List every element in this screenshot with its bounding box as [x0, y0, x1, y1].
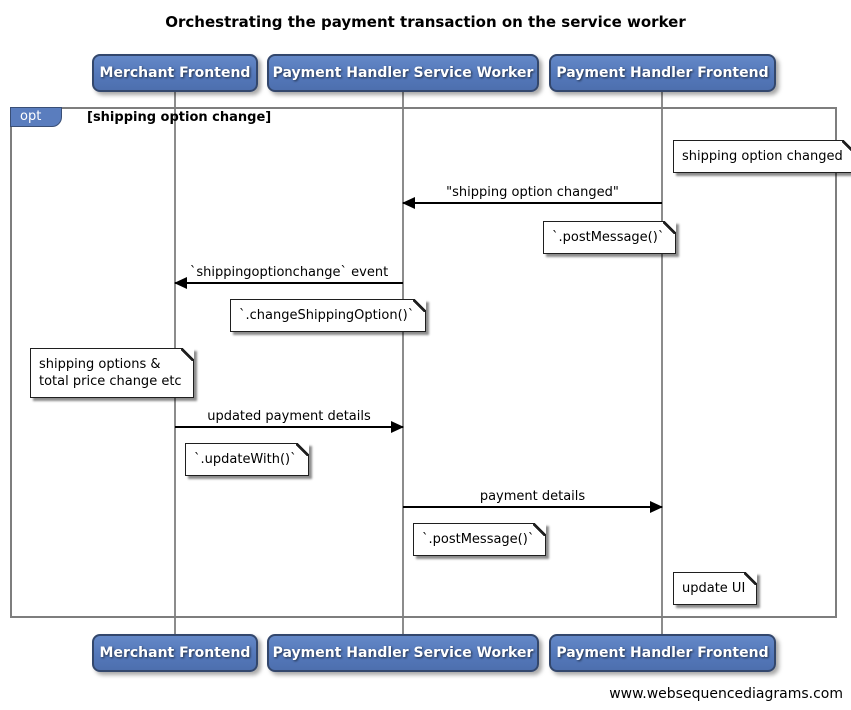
arrowhead-left-icon: [174, 277, 187, 289]
message-label: updated payment details: [207, 409, 371, 424]
note-text: shipping option changed: [682, 149, 843, 164]
message-line: [403, 202, 662, 204]
opt-fragment-frame: opt [shipping option change]: [10, 107, 837, 618]
message-shippingoptionchange-event: `shippingoptionchange` event: [174, 262, 403, 289]
arrowhead-right-icon: [391, 421, 404, 433]
note-postmessage-1: `.postMessage()`: [543, 221, 677, 254]
note-text-line-2: total price change etc: [39, 374, 182, 389]
arrowhead-right-icon: [650, 501, 663, 513]
actor-box-payment-handler-frontend-top: Payment Handler Frontend: [549, 54, 776, 92]
actor-box-merchant-frontend-top: Merchant Frontend: [92, 54, 258, 92]
message-line: [403, 506, 662, 508]
message-label: "shipping option changed": [446, 185, 619, 200]
note-update-ui: update UI: [673, 572, 758, 605]
arrowhead-left-icon: [402, 197, 415, 209]
lifeline-payment-handler-service-worker: [402, 92, 404, 635]
message-line: [175, 426, 403, 428]
note-text: `.postMessage()`: [422, 532, 535, 547]
opt-guard-condition: [shipping option change]: [87, 110, 272, 125]
message-updated-payment-details: updated payment details: [175, 406, 404, 433]
note-text: update UI: [682, 581, 746, 596]
note-shipping-option-changed: shipping option changed: [673, 140, 851, 173]
actor-box-payment-handler-service-worker-bottom: Payment Handler Service Worker: [267, 634, 539, 672]
message-label: payment details: [479, 489, 586, 504]
message-payment-details: payment details: [403, 486, 663, 513]
message-line: [175, 282, 403, 284]
actor-box-payment-handler-frontend-bottom: Payment Handler Frontend: [549, 634, 776, 672]
lifeline-payment-handler-frontend: [661, 92, 663, 635]
note-shipping-options-total-price: shipping options & total price change et…: [30, 348, 194, 398]
note-text: `.postMessage()`: [552, 230, 665, 245]
watermark-websequencediagrams: www.websequencediagrams.com: [609, 686, 843, 702]
diagram-title: Orchestrating the payment transaction on…: [165, 13, 686, 31]
message-shipping-option-changed: "shipping option changed": [402, 182, 662, 209]
note-text: `.changeShippingOption()`: [239, 308, 415, 323]
opt-operator-tab: opt: [10, 107, 62, 127]
actor-box-merchant-frontend-bottom: Merchant Frontend: [92, 634, 258, 672]
note-postmessage-2: `.postMessage()`: [413, 523, 547, 556]
note-change-shipping-option: `.changeShippingOption()`: [230, 299, 427, 332]
note-text-line-1: shipping options &: [39, 357, 161, 372]
note-update-with: `.updateWith()`: [185, 443, 309, 476]
note-text: `.updateWith()`: [194, 452, 297, 467]
message-label: `shippingoptionchange` event: [189, 265, 389, 280]
actor-box-payment-handler-service-worker-top: Payment Handler Service Worker: [267, 54, 539, 92]
